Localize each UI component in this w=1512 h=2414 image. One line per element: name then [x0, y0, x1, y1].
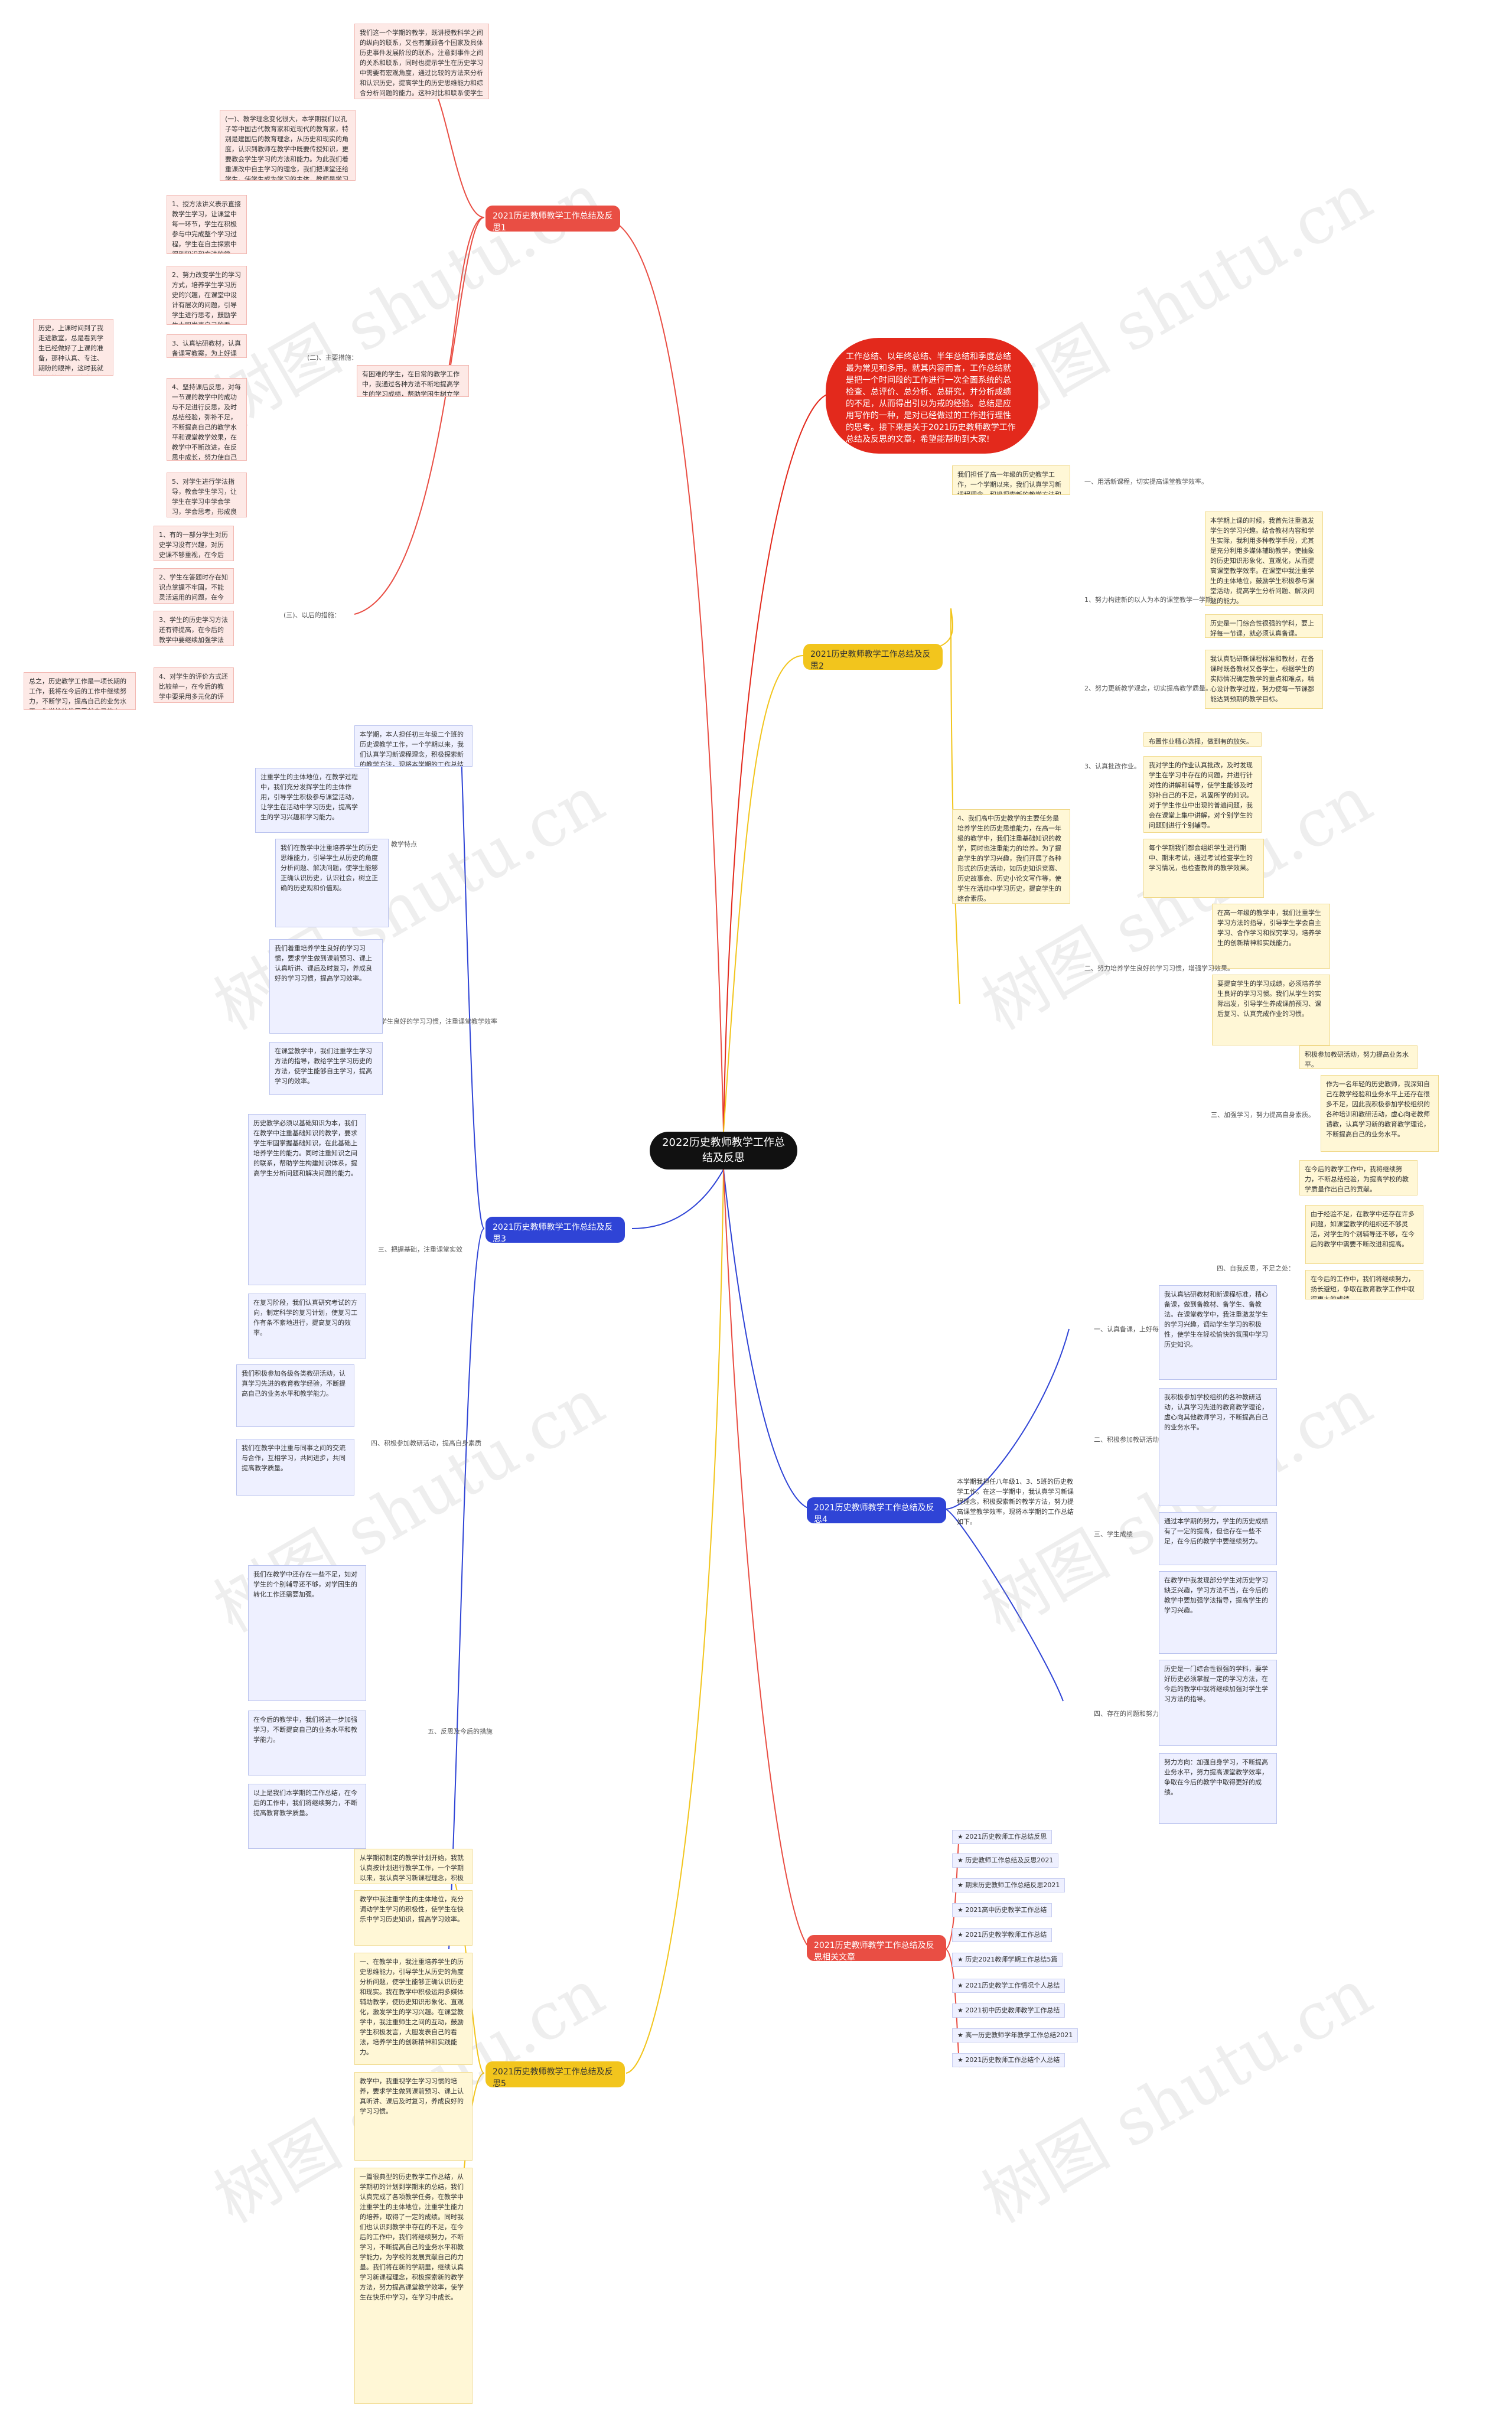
b3-section-3: 三、把握基础，注重课堂实效	[378, 1246, 462, 1253]
b4-node-4b: 历史是一门综合性很强的学科，要学好历史必须掌握一定的学习方法，在今后的教学中我将…	[1159, 1660, 1277, 1746]
related-link[interactable]: ★ 期末历史教师工作总结反思2021	[952, 1878, 1065, 1892]
b3-section-5: 五、反思及今后的措施	[428, 1728, 493, 1735]
b1-method-4: 4、坚持课后反思，对每一节课的教学中的成功与不足进行反思，及时总结经验，弥补不足…	[167, 378, 247, 461]
b1-method-3: 3、认真钻研教材，认真备课写教案，为上好课打下基础。	[167, 334, 247, 358]
b2-label-3: 2、努力更新教学观念，切实提高教学质量。	[1084, 685, 1212, 692]
b5-t4: 教学中，我重视学生学习习惯的培养，要求学生做到课前预习、课上认真听讲、课后及时复…	[354, 2072, 472, 2161]
branch-3[interactable]: 2021历史教师教学工作总结及反思3	[485, 1217, 625, 1243]
root-topic[interactable]: 2022历史教师教学工作总结及反思	[650, 1132, 797, 1169]
b3-s5a: 我们在教学中还存在一些不足，如对学生的个别辅导还不够，对学困生的转化工作还需要加…	[248, 1565, 366, 1701]
b3-s1b: 我们在教学中注重培养学生的历史思维能力，引导学生从历史的角度分析问题、解决问题，…	[275, 839, 389, 927]
b1-weak-1: 1、有的一部分学生对历史学习没有兴趣，对历史课不够重视，在今后的教学中要加强对这…	[154, 526, 234, 561]
b1-top-note: 我们这一个学期的教学，既讲授教科学之间的纵向的联系，又也有兼顾各个国家及具体历史…	[354, 24, 489, 99]
b1-right-note: 有困难的学生，在日常的教学工作中，我通过各种方法不断地提高学生的学习成绩，帮助学…	[357, 365, 469, 397]
b1-method-2: 2、努力改变学生的学习方式，培养学生学习历史的兴趣，在课堂中设计有层次的问题，引…	[167, 266, 247, 325]
b2-label-8: 二、努力培养学生良好的学习习惯，增强学习效果。	[1084, 965, 1234, 972]
b5-t3: 一、在教学中，我注重培养学生的历史思维能力，引导学生从历史的角度分析问题，使学生…	[354, 1953, 472, 2065]
b3-s2b: 在课堂教学中，我们注重学生学习方法的指导，教给学生学习历史的方法，使学生能够自主…	[269, 1042, 383, 1095]
related-link[interactable]: ★ 2021初中历史教师教学工作总结	[952, 2003, 1065, 2018]
branch-5[interactable]: 2021历史教师教学工作总结及反思5	[485, 2061, 625, 2087]
b2-node-5: 4、我们高中历史教学的主要任务是培养学生的历史思维能力，在高一年级的教学中，我们…	[952, 809, 1070, 904]
related-link[interactable]: ★ 历史教师工作总结及反思2021	[952, 1853, 1059, 1868]
related-link[interactable]: ★ 2021历史教学工作情况个人总结	[952, 1979, 1065, 1993]
b3-s1a: 注重学生的主体地位，在教学过程中，我们充分发挥学生的主体作用，引导学生积极参与课…	[255, 768, 369, 833]
related-link[interactable]: ★ 2021高中历史教学工作总结	[952, 1903, 1052, 1917]
b2-section-1: 一、用活新课程，切实提高课堂教学效率。	[1084, 478, 1208, 486]
b3-s5c: 以上是我们本学期的工作总结，在今后的工作中，我们将继续努力，不断提高教育教学质量…	[248, 1784, 366, 1849]
b3-s4b: 我们在教学中注重与同事之间的交流与合作，互相学习，共同进步，共同提高教学质量。	[236, 1439, 354, 1496]
b2-node-3: 我认真钻研新课程标准和教材，在备课时既备教材又备学生，根据学生的实际情况确定教学…	[1205, 650, 1323, 709]
b3-section-2: 二、培养学生良好的学习习惯，注重课堂教学效率	[354, 1018, 497, 1025]
b5-t1: 从学期初制定的教学计划开始，我就认真按计划进行教学工作，一个学期以来，我认真学习…	[354, 1849, 472, 1884]
branch-2[interactable]: 2021历史教师教学工作总结及反思2	[803, 644, 943, 670]
intro-bubble: 工作总结、以年终总结、半年总结和季度总结最为常见和多用。就其内容而言，工作总结就…	[826, 338, 1038, 454]
b4-node-2: 我积极参加学校组织的各种教研活动，认真学习先进的教育教学理论，虚心向其他教师学习…	[1159, 1388, 1277, 1506]
b1-left-note: 历史，上课时间到了我走进教室，总是看到学生已经做好了上课的准备，那种认真、专注、…	[33, 319, 113, 376]
b1-left-note-2: 总之，历史教学工作是一项长期的工作，我将在今后的工作中继续努力，不断学习，提高自…	[24, 672, 136, 710]
b2-node-8: 要提高学生的学习成绩，必须培养学生良好的学习习惯。我们从学生的实际出发，引导学生…	[1212, 975, 1330, 1045]
b3-top: 本学期，本人担任初三年级二个班的历史课教学工作，一个学期以来，我们认真学习新课程…	[354, 725, 472, 767]
b2-node-6: 每个学期我们都会组织学生进行期中、期末考试，通过考试检查学生的学习情况，也检查教…	[1143, 839, 1264, 898]
b2-node-4a: 布置作业精心选择，做到有的放矢。	[1143, 732, 1262, 747]
b4-node-4a: 在教学中我发现部分学生对历史学习缺乏兴趣，学习方法不当，在今后的教学中要加强学法…	[1159, 1571, 1277, 1654]
b1-method-5: 5、对学生进行学法指导，教会学生学习，让学生在学习中学会学习，学会思考，形成良好…	[167, 473, 247, 517]
b2-label-4: 3、认真批改作业。	[1084, 763, 1140, 770]
b2-label-10: 三、加强学习，努力提高自身素质。	[1211, 1111, 1315, 1119]
b2-node-10: 作为一名年轻的历史教师，我深知自己在教学经验和业务水平上还存在很多不足，因此我积…	[1321, 1075, 1439, 1152]
b1-measures-label: (二)、主要措施：	[307, 354, 358, 361]
b2-node-7: 在高一年级的教学中，我们注重学生学习方法的指导，引导学生学会自主学习、合作学习和…	[1212, 904, 1330, 969]
b4-label-3: 三、学生成绩	[1094, 1530, 1133, 1538]
b3-s2a: 我们着重培养学生良好的学习习惯，要求学生做到课前预习、课上认真听讲、课后及时复习…	[269, 939, 383, 1034]
b4-node-1: 我认真钻研教材和新课程标准，精心备课，做到备教材、备学生、备教法。在课堂教学中，…	[1159, 1285, 1277, 1380]
b3-s3a: 历史教学必须以基础知识为本，我们在教学中注重基础知识的教学，要求学生牢固掌握基础…	[248, 1114, 366, 1285]
b2-intro: 我们担任了高一年级的历史教学工作，一个学期以来，我们认真学习新课程理念，积极探索…	[952, 465, 1070, 495]
b4-intro: 本学期我担任八年级1、3、5班的历史教学工作。在这一学期中，我认真学习新课程理念…	[957, 1478, 1074, 1526]
b4-node-3: 通过本学期的努力，学生的历史成绩有了一定的提高，但也存在一些不足，在今后的教学中…	[1159, 1512, 1277, 1565]
b2-node-2b: 历史是一门综合性很强的学科，要上好每一节课，就必须认真备课。	[1205, 614, 1323, 638]
b1-weak-4: 4、对学生的评价方式还比较单一，在今后的教学中要采用多元化的评价方式，激发学生学…	[154, 667, 234, 703]
b5-t5: 一篇很典型的历史教学工作总结，从学期初的计划到学期末的总结，我们认真完成了各项教…	[354, 2168, 472, 2404]
b2-node-11: 在今后的教学工作中，我将继续努力，不断总结经验，为提高学校的教学质量作出自己的贡…	[1299, 1160, 1418, 1195]
b1-weak-2: 2、学生在答题时存在知识点掌握不牢固，不能灵活运用的问题，在今后的教学中要加强基…	[154, 568, 234, 604]
branch-4[interactable]: 2021历史教师教学工作总结及反思4	[807, 1497, 946, 1523]
b5-t2: 教学中我注重学生的主体地位，充分调动学生学习的积极性，使学生在快乐中学习历史知识…	[354, 1890, 472, 1946]
b4-label-4: 四、存在的问题和努力的方向	[1094, 1710, 1178, 1718]
b4-label-1: 一、认真备课，上好每一节课	[1094, 1325, 1178, 1333]
related-link[interactable]: ★ 2021历史教师工作总结反思	[952, 1830, 1052, 1844]
b1-method-1: 1、授方法讲义表示直接教学生学习，让课堂中每一环节，学生在积极参与中完成整个学习…	[167, 195, 247, 254]
b2-node-2: 本学期上课的时候，我首先注重激发学生的学习兴趣。结合教材内容和学生实际，我利用多…	[1205, 512, 1323, 606]
b2-node-12: 由于经验不足，在教学中还存在许多问题，如课堂教学的组织还不够灵活，对学生的个别辅…	[1305, 1205, 1423, 1264]
related-link[interactable]: ★ 历史2021教师学期工作总结5篇	[952, 1953, 1063, 1967]
b3-section-4: 四、积极参加教研活动，提高自身素质	[371, 1439, 481, 1447]
b1-future-label: (三)、以后的措施：	[284, 611, 341, 619]
b2-node-4b: 我对学生的作业认真批改，及时发现学生在学习中存在的问题，并进行针对性的讲解和辅导…	[1143, 756, 1262, 833]
related-link[interactable]: ★ 高一历史教师学年教学工作总结2021	[952, 2028, 1078, 2042]
b1-weak-3: 3、学生的历史学习方法还有待提高，在今后的教学中要继续加强学法指导，使学生学会学…	[154, 611, 234, 646]
b2-label-12: 四、自我反思，不足之处：	[1217, 1265, 1295, 1272]
b1-upper-note: (一)、教学理念变化很大，本学期我们以孔子等中国古代教育家和近现代的教育家，特别…	[220, 110, 356, 181]
branch-1[interactable]: 2021历史教师教学工作总结及反思1	[485, 206, 620, 232]
b3-s4a: 我们积极参加各级各类教研活动，认真学习先进的教育教学经验，不断提高自己的业务水平…	[236, 1364, 354, 1427]
branch-6-related[interactable]: 2021历史教师教学工作总结及反思相关文章	[807, 1935, 946, 1961]
b3-s3b: 在复习阶段，我们认真研究考试的方向，制定科学的复习计划，使复习工作有条不紊地进行…	[248, 1294, 366, 1359]
related-link[interactable]: ★ 2021历史教学教师工作总结	[952, 1928, 1052, 1942]
b4-label-2: 二、积极参加教研活动	[1094, 1436, 1159, 1444]
b2-node-9: 积极参加教研活动，努力提高业务水平。	[1299, 1045, 1418, 1069]
b3-s5b: 在今后的教学中，我们将进一步加强学习，不断提高自己的业务水平和教学能力。	[248, 1711, 366, 1776]
b2-label-2: 1、努力构建新的以人为本的课堂教学一学期。	[1084, 596, 1218, 604]
b2-node-13: 在今后的工作中，我们将继续努力，扬长避短，争取在教育教学工作中取得更大的成绩。	[1305, 1270, 1423, 1299]
related-link[interactable]: ★ 2021历史教师工作总结个人总结	[952, 2053, 1065, 2067]
b4-node-4c: 努力方向：加强自身学习，不断提高业务水平，努力提高课堂教学效率，争取在今后的教学…	[1159, 1753, 1277, 1824]
